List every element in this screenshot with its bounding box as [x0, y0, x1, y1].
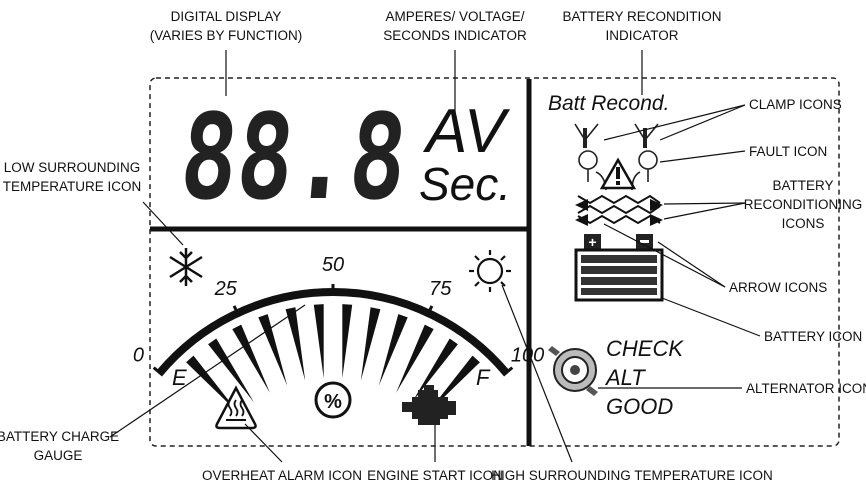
callout-charge-gauge: BATTERY CHARGE GAUGE	[0, 429, 119, 463]
reconditioning-icons	[577, 194, 661, 225]
gauge-ray	[285, 307, 306, 381]
callout-engine-start: ENGINE START ICON	[367, 468, 503, 483]
callout-high-temp: HIGH SURROUNDING TEMPERATURE ICON	[491, 468, 773, 483]
gauge-ray	[378, 314, 408, 386]
gauge-ray	[258, 314, 288, 386]
arrow-icon-left	[575, 199, 588, 226]
callout-overheat: OVERHEAT ALARM ICON	[202, 468, 362, 483]
recond-label: Batt Recond.	[548, 92, 669, 115]
unit-sec: Sec.	[419, 158, 511, 210]
lcd-outline	[149, 77, 840, 447]
overheat-alarm-icon	[215, 385, 257, 430]
gauge-ray	[342, 304, 353, 379]
engine-start-icon	[402, 385, 456, 425]
gauge-labels: 0 25 50 75 100	[133, 254, 544, 367]
sun-icon	[469, 250, 511, 292]
callout-recond-icons: BATTERY RECONDITIONING ICONS	[744, 178, 863, 231]
percent-badge	[314, 381, 352, 419]
callout-recond-indicator: BATTERY RECONDITION INDICATOR	[562, 9, 721, 43]
arrow-icon-right	[650, 199, 663, 226]
svg-text:TEMPERATURE ICON: TEMPERATURE ICON	[3, 179, 142, 194]
callout-arrow-icons: ARROW ICONS	[729, 280, 827, 295]
gauge-tick-label: 75	[429, 278, 452, 300]
callout-digital-display: DIGITAL DISPLAY (VARIES BY FUNCTION)	[150, 9, 303, 43]
gauge-empty-label: E	[172, 365, 187, 390]
callout-low-temp: LOW SURROUNDING TEMPERATURE ICON	[3, 160, 142, 194]
gauge-ray	[232, 324, 270, 393]
gauge-ray	[313, 304, 324, 379]
clamp-icon-left	[574, 123, 607, 191]
gauge-tick-label: 50	[322, 254, 344, 276]
callout-fault-icon: FAULT ICON	[749, 144, 827, 159]
svg-text:GAUGE: GAUGE	[34, 448, 83, 463]
svg-text:RECONDITIONING: RECONDITIONING	[744, 197, 863, 212]
gauge-tick-label: 0	[133, 345, 144, 367]
svg-text:(VARIES BY FUNCTION): (VARIES BY FUNCTION)	[150, 28, 303, 43]
percent-symbol: %	[324, 391, 342, 413]
gauge-ray	[208, 338, 254, 403]
gauge-ray	[186, 355, 240, 414]
callout-battery-icon: BATTERY ICON	[764, 329, 862, 344]
gauge-ray	[412, 338, 458, 403]
gauge-full-label: F	[476, 365, 491, 390]
callout-lines	[109, 50, 761, 463]
svg-text:BATTERY RECONDITION: BATTERY RECONDITION	[562, 9, 721, 24]
svg-text:BATTERY: BATTERY	[772, 178, 833, 193]
gauge-rays	[186, 304, 480, 414]
status-good: GOOD	[606, 394, 673, 419]
gauge-ticks	[152, 284, 514, 377]
callout-alternator-icon: ALTERNATOR ICON	[746, 381, 866, 396]
gauge-tick	[425, 305, 434, 318]
gauge-arc	[156, 288, 510, 376]
gauge-tick	[232, 305, 241, 318]
gauge-ray	[396, 324, 434, 393]
snowflake-icon	[169, 248, 203, 286]
gauge-tick-label: 100	[511, 345, 544, 367]
svg-text:INDICATOR: INDICATOR	[605, 28, 678, 43]
gauge-tick	[502, 366, 514, 377]
callout-amp-volt-sec: AMPERES/ VOLTAGE/ SECONDS INDICATOR	[383, 9, 527, 43]
gauge-tick	[152, 366, 164, 377]
svg-text:BATTERY CHARGE: BATTERY CHARGE	[0, 429, 119, 444]
svg-text:AMPERES/ VOLTAGE/: AMPERES/ VOLTAGE/	[385, 9, 524, 24]
status-alt: ALT	[604, 365, 646, 390]
svg-text:DIGITAL DISPLAY: DIGITAL DISPLAY	[171, 9, 282, 24]
svg-text:ICONS: ICONS	[782, 216, 825, 231]
svg-text:SECONDS INDICATOR: SECONDS INDICATOR	[383, 28, 527, 43]
callout-clamp-icons: CLAMP ICONS	[749, 97, 842, 112]
battery-charge-gauge: 0 25 50 75 100 %	[133, 254, 544, 419]
alternator-icon	[548, 346, 598, 396]
fault-icon	[599, 157, 637, 190]
svg-text:LOW SURROUNDING: LOW SURROUNDING	[4, 160, 141, 175]
gauge-tick-label: 25	[214, 278, 238, 300]
status-check: CHECK	[606, 336, 684, 361]
clamp-icon-right	[631, 123, 659, 191]
digital-display: 88.8	[175, 88, 412, 226]
battery-plus: +	[588, 234, 596, 250]
unit-av: AV	[422, 97, 511, 166]
gauge-ray	[360, 307, 381, 381]
battery-icon: +	[574, 234, 664, 302]
digit-readout: 88.8	[175, 88, 412, 226]
